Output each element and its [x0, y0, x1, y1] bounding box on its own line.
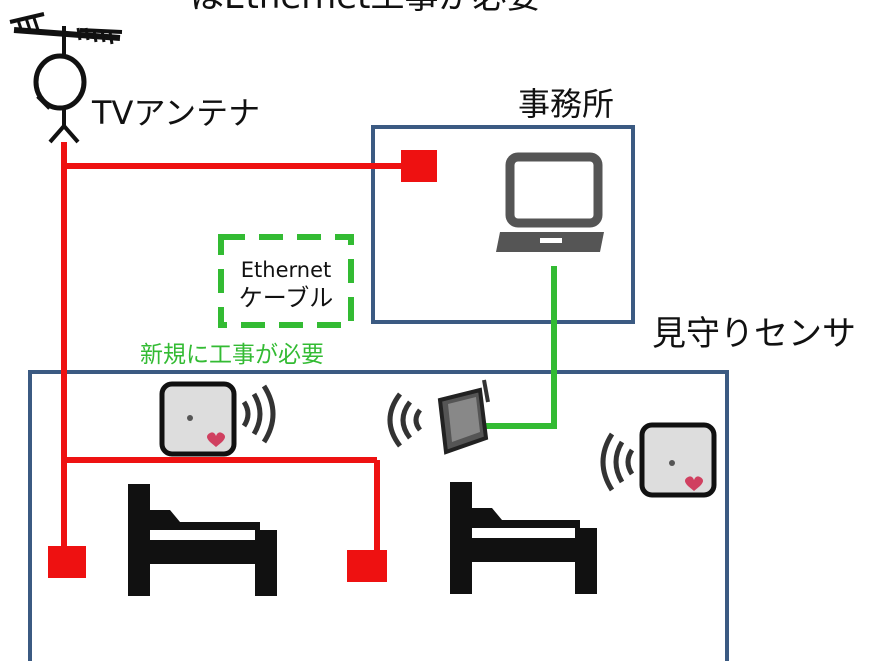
bed-icon: [128, 484, 277, 596]
heart-icon: [207, 432, 225, 447]
tv-antenna-label: TVアンテナ: [91, 94, 260, 132]
heart-icon: [685, 476, 703, 491]
wifi-wave-icon: [241, 384, 276, 444]
router-icon: [437, 379, 490, 455]
tv-outlet-office: [401, 150, 437, 182]
ethernet-label-line2: ケーブル: [239, 284, 334, 312]
wifi-wave-icon: [600, 432, 635, 492]
ethernet-label-line1: Ethernet: [241, 258, 331, 282]
tv-outlet-room-left: [48, 546, 86, 578]
laptop-icon: [496, 152, 604, 252]
wifi-wave-icon: [387, 392, 423, 448]
tv-antenna-icon: [9, 12, 123, 144]
sensor-icon: [639, 422, 717, 498]
bed-icon: [450, 482, 597, 594]
tv-outlet-room-right: [347, 550, 387, 582]
sensor-label: 見守りセンサ: [652, 314, 856, 354]
tv-cable: [61, 142, 405, 560]
office-label: 事務所: [518, 85, 614, 123]
room-box: [28, 370, 729, 661]
top-caption: はEthernet工事が必要: [190, 0, 540, 17]
ethernet-cable: [482, 266, 557, 429]
office-box: [371, 125, 635, 324]
ethernet-cable-box: [218, 234, 354, 328]
sensor-icon: [159, 381, 237, 457]
new-construction-label: 新規に工事が必要: [140, 342, 324, 368]
